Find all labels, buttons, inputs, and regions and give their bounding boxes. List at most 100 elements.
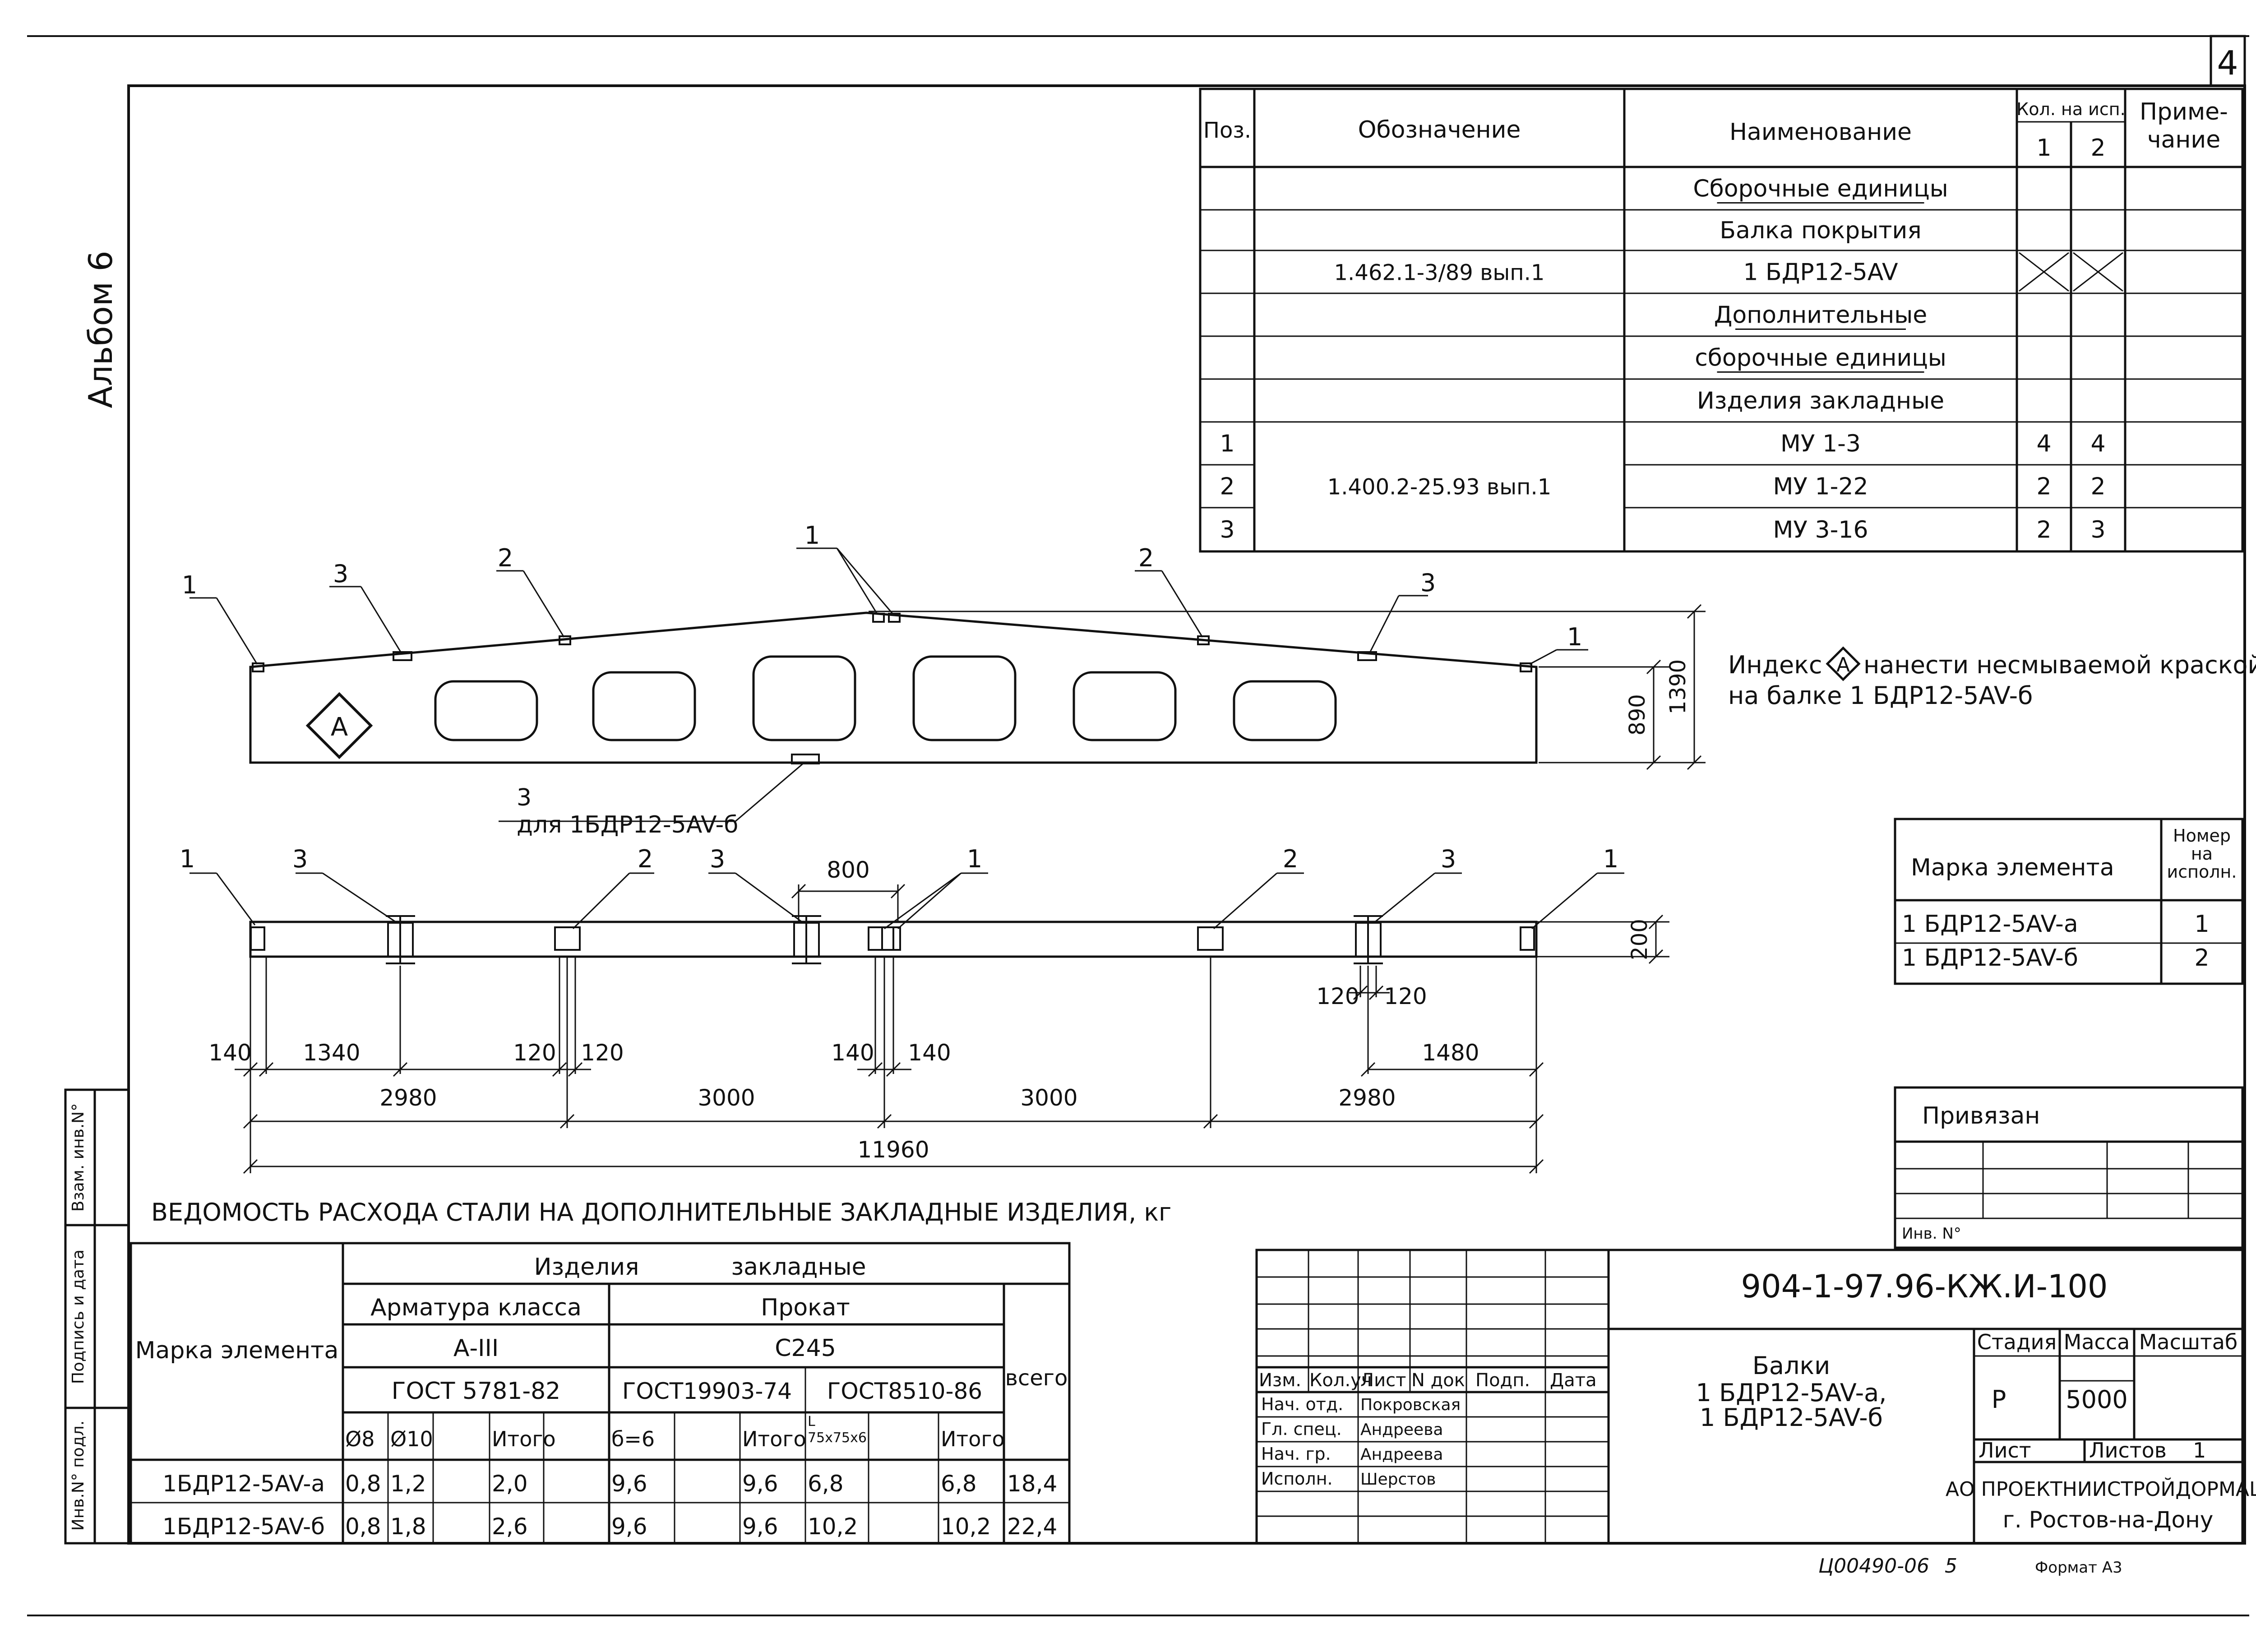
callout-label: 3 [1441,845,1456,873]
spec-row-name: МУ 1-22 [1773,473,1868,500]
spec-row-name: Изделия закладные [1697,388,1944,415]
doc-code: 904-1-97.96-КЖ.И-100 [1741,1268,2108,1305]
spec-row-q1: 4 [2036,430,2051,458]
callout-label: 1 [804,521,820,550]
mark-row-num: 2 [2194,944,2209,972]
dim-label: 3000 [698,1085,755,1111]
strip-inv: Инв.N° подл. [69,1421,88,1531]
dim-label: 120 [1384,983,1427,1009]
bottom-callout-text: для 1БДР12-5AV-б [517,811,738,838]
mark-table-header: Марка элемента [1911,854,2114,881]
footer-num: 5 [1945,1555,1957,1578]
steel-h-izd1: Изделия [534,1254,639,1281]
callout-label: 3 [710,845,725,873]
steel-h-gost2: ГОСТ19903-74 [622,1378,792,1404]
steel-sub-header: Итого [492,1427,556,1451]
steel-row-value: 2,6 [492,1513,528,1540]
dim-label: 2980 [379,1085,437,1111]
tb-person-role: Нач. отд. [1261,1394,1343,1414]
callout-label: 1 [182,571,197,599]
mass-value: 5000 [2066,1385,2127,1414]
mark-row-name: 1 БДР12-5AV-б [1902,944,2078,972]
index-note: Индекс А нанести несмываемой краской на … [1728,646,2256,710]
tb-head-cell: Подп. [1475,1370,1530,1391]
footer: Ц00490-06 5 Формат А3 [1818,1555,2122,1578]
steel-table: ВЕДОМОСТЬ РАСХОДА СТАЛИ НА ДОПОЛНИТЕЛЬНЫ… [129,1198,1171,1545]
steel-row-total: 18,4 [1007,1471,1057,1497]
spec-row-name: Балка покрытия [1720,217,1921,244]
title-grid [1257,1250,1609,1543]
spec-row-q2: 4 [2090,430,2105,458]
index-mark-letter: А [331,713,348,742]
bottom-callout-num: 3 [517,784,532,811]
mark-row-num: 1 [2194,911,2209,938]
tb-head-cell: Дата [1550,1370,1597,1391]
steel-row-value: 9,6 [611,1513,647,1540]
steel-row-value: 6,8 [808,1471,844,1497]
spec-row-pos: 2 [1220,473,1234,500]
tb-person-name: Шерстов [1360,1470,1436,1489]
cross-mark [2019,252,2069,292]
steel-row-value: 0,8 [345,1513,381,1540]
spec-row-name: Сборочные единицы [1693,176,1948,203]
steel-sub-header: Итого [742,1427,806,1451]
dim-label: 120 [1316,983,1359,1009]
sheet-label: Лист [1979,1438,2031,1462]
steel-h-prokat: Прокат [761,1294,850,1321]
steel-sub-header: Итого [941,1427,1005,1451]
dim-label: 1340 [303,1040,360,1066]
steel-row-value: 10,2 [808,1513,858,1540]
mass-header: Масса [2064,1330,2130,1354]
steel-row-value: 1,2 [390,1471,426,1497]
spec-row-designation: 1.462.1-3/89 вып.1 [1334,260,1545,286]
dim-890: 890 [1625,694,1650,736]
spec-row-pos: 1 [1220,430,1234,458]
steel-h-mark: Марка элемента [135,1337,339,1364]
spec-header-qty1: 1 [2036,134,2051,162]
tb-head-cell: N док [1411,1370,1465,1391]
index-note-after: нанести несмываемой краской [1863,651,2256,679]
spec-row-q2: 3 [2090,517,2105,544]
spec-header-name: Наименование [1729,119,1912,146]
steel-h-gost3: ГОСТ8510-86 [827,1378,982,1404]
privyazan-label: Привязан [1922,1102,2040,1129]
spec-row-q1: 2 [2036,473,2051,500]
frame [27,35,2249,1616]
strip-podpis: Подпись и дата [69,1249,88,1384]
spec-header-pos: Поз. [1203,118,1251,143]
album-label: Альбом 6 [82,250,120,408]
callout-label: 1 [967,845,982,873]
callout-label: 3 [1420,569,1436,597]
index-mark-diamond: А [305,692,373,759]
callout-label: 3 [292,845,308,873]
dim-1390: 1390 [1665,659,1691,714]
steel-row-value: 6,8 [941,1471,977,1497]
steel-row-value: 10,2 [941,1513,991,1540]
dim-label: 2980 [1338,1085,1396,1111]
steel-row-value: 0,8 [345,1471,381,1497]
steel-h-a3: А-III [453,1335,499,1362]
tb-doc-name: 1 БДР12-5AV-а, [1696,1379,1887,1407]
dim-200: 200 [1627,919,1652,960]
dim-800: 800 [827,857,869,883]
mark-row-name: 1 БДР12-5AV-а [1902,911,2078,938]
tb-person-name: Андреева [1360,1445,1443,1464]
callout-label: 1 [1603,845,1618,873]
tb-person-role: Исполн. [1261,1469,1333,1489]
callout-label: 2 [638,845,653,873]
steel-row-mark: 1БДР12-5AV-б [162,1513,325,1540]
tb-head-cell: Лист [1360,1370,1406,1391]
stage-header: Стадия [1977,1330,2057,1354]
steel-row-value: 1,8 [390,1513,426,1540]
embedded-items [252,613,1532,764]
dim-label: 1480 [1422,1040,1479,1066]
dim-label: 140 [908,1040,951,1066]
dim-total: 11960 [857,1137,929,1163]
steel-h-gost1: ГОСТ 5781-82 [392,1378,561,1405]
steel-row-value: 2,0 [492,1471,528,1497]
steel-row-value: 9,6 [742,1513,778,1540]
